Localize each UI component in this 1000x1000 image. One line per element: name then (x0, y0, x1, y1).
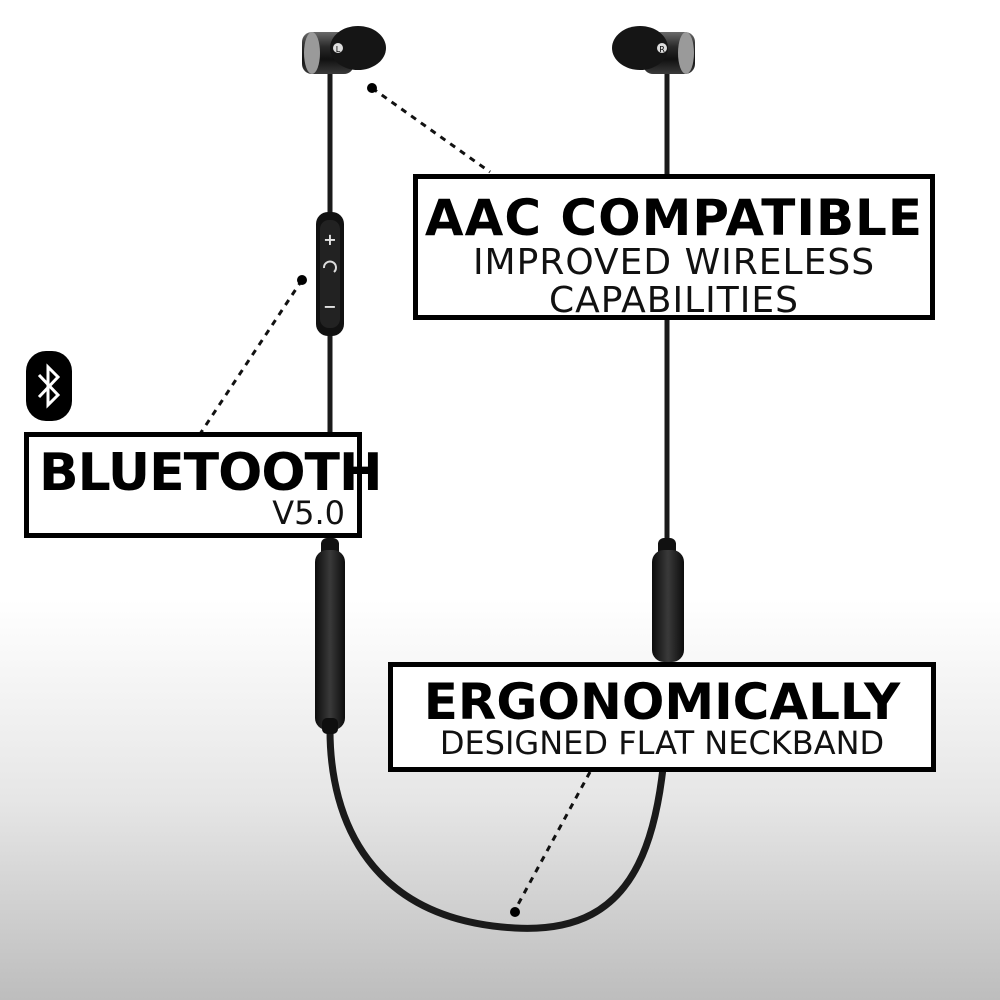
bluetooth-badge (26, 351, 72, 421)
inline-remote (316, 212, 344, 336)
aac-line2: CAPABILITIES (549, 280, 799, 321)
bluetooth-icon (37, 363, 61, 409)
bluetooth-version: V5.0 (272, 494, 345, 532)
bluetooth-title: BLUETOOTH (39, 443, 383, 503)
leader-dots (297, 83, 520, 917)
left-earbud (302, 26, 386, 74)
right-earbud (612, 26, 695, 74)
neckband-right (652, 538, 684, 662)
volume-down-label: − (323, 297, 336, 316)
ergonomic-callout: ERGONOMICALLY DESIGNED FLAT NECKBAND (388, 662, 936, 772)
ergonomic-title: ERGONOMICALLY (423, 673, 901, 731)
leader-lines (198, 86, 592, 911)
neckband-left (315, 538, 345, 734)
bluetooth-callout: BLUETOOTH V5.0 (24, 432, 383, 538)
volume-up-label: + (323, 230, 336, 249)
aac-callout: AAC COMPATIBLE IMPROVED WIRELESS CAPABIL… (413, 174, 935, 320)
aac-line1: IMPROVED WIRELESS (472, 242, 876, 283)
ergonomic-subtitle: DESIGNED FLAT NECKBAND (439, 724, 885, 762)
left-mark: L (336, 45, 341, 54)
right-mark: R (659, 45, 665, 54)
aac-title: AAC COMPATIBLE (424, 189, 924, 247)
